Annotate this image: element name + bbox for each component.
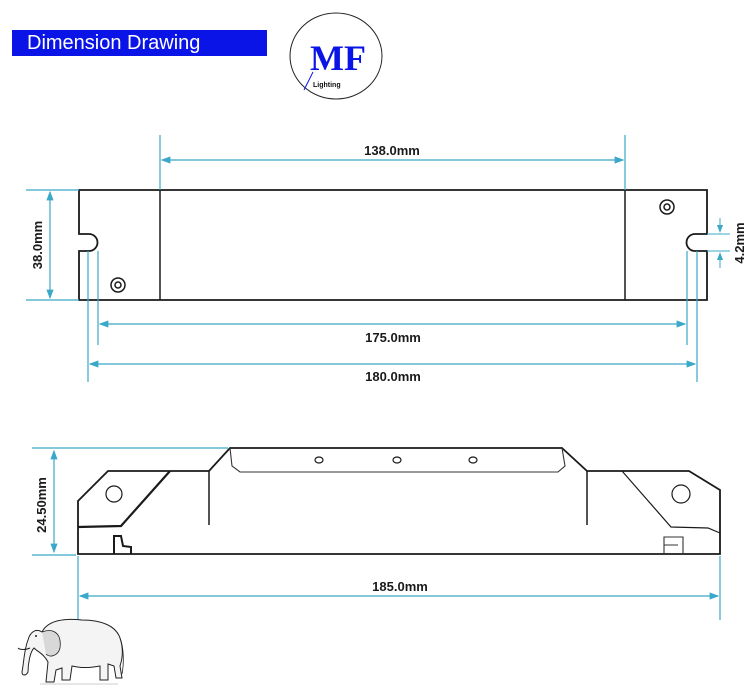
dimension-label: 4.2mm <box>732 222 747 263</box>
top-view-outline <box>78 189 708 301</box>
logo-sub-text: Lighting <box>313 82 341 89</box>
elephant-illustration <box>17 618 124 685</box>
vent-holes <box>314 456 478 464</box>
dimension-180mm: 180.0mm <box>87 251 698 384</box>
mounting-hole-icon <box>671 484 691 504</box>
dimension-label: 24.50mm <box>34 477 49 533</box>
screw-hole-icon <box>659 199 675 215</box>
dimension-185mm: 185.0mm <box>77 556 721 620</box>
dimension-38mm: 38.0mm <box>26 189 79 301</box>
dimension-label: 138.0mm <box>364 143 420 158</box>
mf-lighting-logo: MF Lighting <box>289 12 383 100</box>
dimension-label: 180.0mm <box>365 369 421 384</box>
screw-hole-icon <box>110 277 126 293</box>
logo-main-text: MF <box>310 38 366 78</box>
terminal-tab <box>663 536 684 554</box>
dimension-138mm: 138.0mm <box>159 135 626 190</box>
dimension-label: 38.0mm <box>30 221 45 269</box>
dimension-24-5mm: 24.50mm <box>32 447 228 556</box>
dimension-label: 185.0mm <box>372 579 428 594</box>
top-rail-outline <box>229 447 566 473</box>
side-view: 24.50mm 185.0mm <box>32 447 721 620</box>
dimension-175mm: 175.0mm <box>97 251 688 345</box>
terminal-tab <box>113 535 132 554</box>
mounting-hole-icon <box>105 485 123 503</box>
dimension-label: 175.0mm <box>365 330 421 345</box>
dimension-4-2mm: 4.2mm <box>707 218 747 268</box>
page-title: Dimension Drawing <box>12 30 267 56</box>
top-view: 138.0mm 38.0mm 4.2mm 175.0mm <box>26 135 747 384</box>
side-view-outline <box>77 447 721 555</box>
